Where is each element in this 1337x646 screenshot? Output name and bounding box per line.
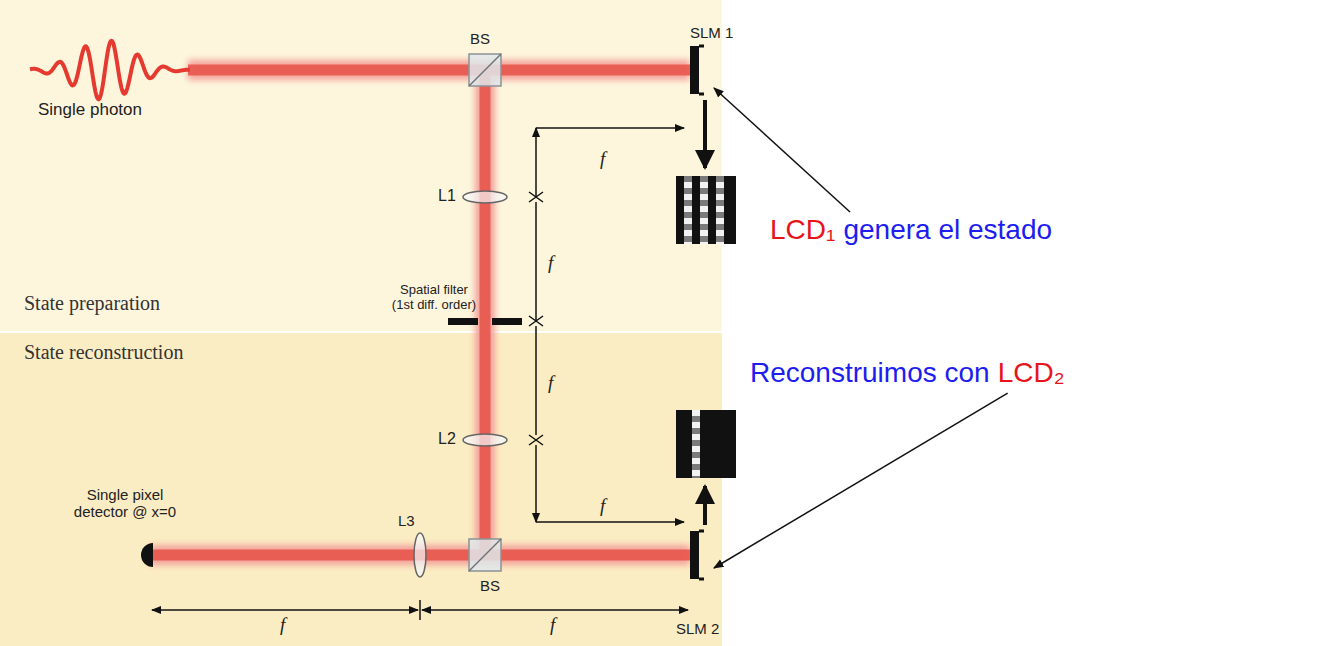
reconstruction-ground xyxy=(0,333,722,646)
dimension-label: f xyxy=(550,614,555,636)
component-label: Spatial filter (1st diff. order) xyxy=(388,283,480,313)
detector-label: Single pixel detector @ x=0 xyxy=(60,486,190,521)
arrow xyxy=(703,486,707,525)
slm-device xyxy=(690,46,704,94)
dimension-label: f xyxy=(280,614,285,636)
lens xyxy=(414,533,426,577)
beam-splitter xyxy=(469,54,501,86)
leader-line xyxy=(714,393,1008,568)
slm-device xyxy=(690,531,704,579)
arrow xyxy=(703,100,707,168)
component-label: L2 xyxy=(438,430,456,448)
slm1-pattern xyxy=(676,176,736,244)
source-label: Single photon xyxy=(38,100,142,120)
beam-splitter xyxy=(469,539,501,571)
slm2-pattern xyxy=(676,410,736,478)
lens xyxy=(463,191,507,203)
component-label: L1 xyxy=(438,187,456,205)
lens xyxy=(463,434,507,446)
dimension-label: f xyxy=(548,252,553,274)
annotation-label: genera el estado xyxy=(843,214,1052,246)
laser-beam xyxy=(150,70,690,555)
annotation-label: LCD₁ xyxy=(770,214,835,246)
leader-line xyxy=(714,88,850,212)
component-label: L3 xyxy=(398,512,415,529)
spatial-filter xyxy=(448,318,522,325)
component-label: BS xyxy=(470,30,490,47)
component-label: BS xyxy=(480,577,500,594)
photon-wave xyxy=(30,41,190,99)
band-title: State reconstruction xyxy=(24,341,183,364)
band-title: State preparation xyxy=(24,292,160,315)
dimension-label: f xyxy=(600,148,605,170)
annotation-label: Reconstruimos con xyxy=(750,357,990,389)
dimension-lines xyxy=(152,128,688,620)
component-label: SLM 2 xyxy=(676,620,719,637)
preparation-ground xyxy=(0,0,722,331)
annotation-label: LCD₂ xyxy=(998,357,1065,389)
dimension-label: f xyxy=(600,495,605,517)
detector xyxy=(141,543,153,567)
region-band: State preparation xyxy=(0,0,722,331)
component-label: SLM 1 xyxy=(690,24,733,41)
dimension-label: f xyxy=(548,372,553,394)
